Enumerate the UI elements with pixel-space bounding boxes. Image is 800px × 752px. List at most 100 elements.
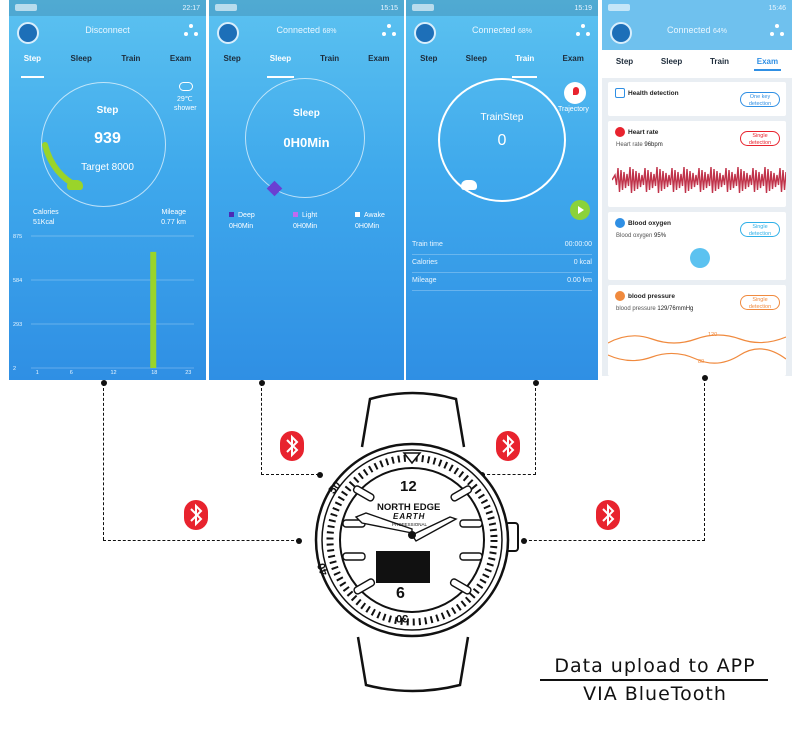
legend-value: 0H0Min — [293, 223, 318, 230]
app-header: Connected 68% — [406, 16, 598, 50]
battery-level: 68% — [518, 28, 533, 35]
tab-train[interactable]: Train — [320, 54, 340, 63]
play-icon — [578, 206, 584, 214]
step-target: Target 8000 — [81, 162, 134, 173]
legend-label: Deep — [238, 212, 255, 219]
sleep-legend-awake: Awake 0H0Min — [355, 212, 385, 230]
legend-value: 0H0Min — [229, 223, 254, 230]
y-tick-label: 293 — [13, 322, 22, 328]
tab-train[interactable]: Train — [512, 54, 538, 78]
tab-bar: Step Sleep Train Exam — [602, 50, 792, 78]
tab-exam[interactable]: Exam — [368, 54, 390, 63]
shoe-icon — [67, 180, 83, 190]
bluetooth-icon — [596, 500, 620, 530]
share-icon[interactable] — [382, 24, 396, 38]
connector-dot — [317, 472, 323, 478]
connection-label: Connected — [666, 25, 711, 35]
tab-train[interactable]: Train — [709, 57, 730, 66]
play-button[interactable] — [570, 200, 590, 220]
connector-line — [103, 540, 299, 541]
calories-label: Calories — [33, 209, 59, 216]
status-time: 15:46 — [768, 4, 786, 12]
tab-sleep[interactable]: Sleep — [266, 54, 295, 78]
legend-value: 0H0Min — [355, 223, 380, 230]
health-icon — [615, 88, 625, 98]
legend-label: Light — [302, 212, 318, 219]
trajectory-icon[interactable] — [564, 82, 586, 104]
legend-swatch-light — [293, 212, 298, 217]
app-logo[interactable] — [610, 22, 632, 44]
oxygen-detection-button[interactable]: Single detection — [740, 222, 780, 237]
connector-line — [103, 383, 104, 540]
phone-exam-screen: 15:46 Connected 64% Step Sleep Train Exa… — [602, 0, 792, 376]
tab-sleep[interactable]: Sleep — [660, 57, 683, 66]
connector-dot — [296, 538, 302, 544]
watch-strap-bottom — [356, 636, 470, 693]
share-icon[interactable] — [770, 24, 784, 38]
y-tick-label: 2 — [13, 366, 16, 372]
x-tick-label: 6 — [70, 370, 73, 376]
app-logo[interactable] — [17, 22, 39, 44]
tab-step[interactable]: Step — [420, 54, 438, 63]
sleep-ring — [245, 78, 365, 198]
card-title: blood pressure — [628, 293, 675, 300]
pressure-detection-button[interactable]: Single detection — [740, 295, 780, 310]
card-title: Heart rate — [628, 129, 659, 136]
tab-sleep[interactable]: Sleep — [70, 54, 92, 63]
bezel-marker — [402, 452, 422, 465]
weather-temp: 29℃ — [177, 96, 193, 103]
row-value: 00:00:00 — [564, 241, 592, 248]
x-tick-label: 18 — [151, 370, 157, 376]
tab-train[interactable]: Train — [121, 54, 141, 63]
tab-step[interactable]: Step — [223, 54, 241, 63]
status-bar: 15:46 — [602, 0, 792, 16]
tab-bar: Step Sleep Train Exam — [209, 54, 404, 78]
row-value: 0.00 km — [567, 277, 592, 284]
tab-exam[interactable]: Exam — [169, 54, 192, 63]
oxygen-label: Blood oxygen — [616, 233, 653, 239]
legend-swatch-deep — [229, 212, 234, 217]
status-time: 15:19 — [574, 4, 592, 12]
y-tick-label: 875 — [13, 234, 22, 240]
share-icon[interactable] — [184, 24, 198, 38]
share-icon[interactable] — [576, 24, 590, 38]
app-header: Connected 68% — [209, 16, 404, 50]
y-tick-label: 584 — [13, 278, 22, 284]
trajectory-label[interactable]: Trajectory — [558, 106, 589, 113]
app-logo[interactable] — [217, 22, 239, 44]
tab-exam[interactable]: Exam — [753, 57, 782, 71]
app-logo[interactable] — [414, 22, 436, 44]
bluetooth-icon — [280, 431, 304, 461]
pressure-value: 129/76mmHg — [657, 306, 694, 312]
sleep-legend-light: Light 0H0Min — [293, 212, 317, 230]
weather-desc: shower — [174, 105, 197, 112]
blood-pressure-waves — [608, 334, 786, 364]
watch-strap-top — [360, 391, 466, 448]
app-header: Disconnect — [9, 16, 206, 50]
heart-rate-waveform — [612, 166, 786, 194]
status-bar: 15:15 — [209, 0, 404, 16]
card-subtitle: Blood oxygen 95% — [616, 233, 666, 239]
connector-line — [261, 474, 319, 475]
connector-line — [482, 474, 536, 475]
shoe-icon — [461, 180, 477, 190]
tab-step[interactable]: Step — [615, 57, 634, 66]
tab-bar: Step Sleep Train Exam — [406, 54, 598, 78]
one-key-detection-button[interactable]: One key detection — [740, 92, 780, 107]
tab-step[interactable]: Step — [20, 54, 45, 78]
pressure-label: blood pressure — [616, 306, 656, 312]
trajectory-marker — [573, 87, 579, 95]
tab-exam[interactable]: Exam — [562, 54, 584, 63]
bluetooth-icon — [184, 500, 208, 530]
pressure-low-label: 80 — [698, 359, 705, 365]
connector-line — [704, 378, 705, 541]
oxygen-drop-icon — [690, 248, 710, 268]
legend-swatch-awake — [355, 212, 360, 217]
heart-detection-button[interactable]: Single detection — [740, 131, 780, 146]
battery-level: 64% — [713, 28, 728, 35]
connection-label: Connected — [471, 25, 516, 35]
tab-sleep[interactable]: Sleep — [465, 54, 487, 63]
connector-dot — [702, 375, 708, 381]
